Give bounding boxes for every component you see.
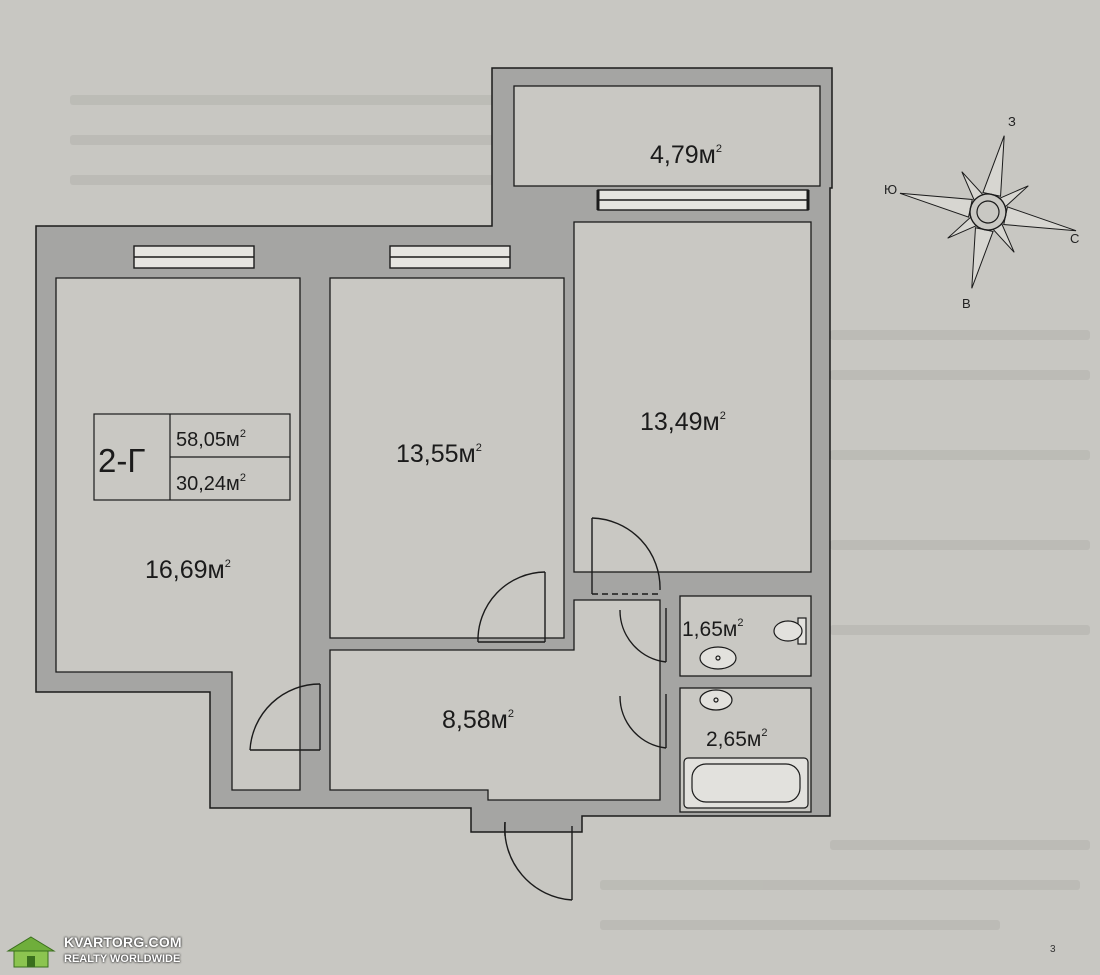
area-room-left: 16,69м2 xyxy=(145,556,231,584)
toilet-bowl-icon xyxy=(773,617,807,645)
hallway-floor xyxy=(329,599,661,801)
bathtub-icon xyxy=(683,757,809,809)
windows xyxy=(133,189,810,269)
watermark-brand: KVARTORG.COM xyxy=(64,934,182,950)
compass-label-top: З xyxy=(1008,114,1016,129)
compass-label-right: С xyxy=(1070,231,1079,246)
room-right-floor xyxy=(573,221,812,573)
total-area: 58,05м2 xyxy=(176,428,246,451)
room-area-labels: 4,79м2 16,69м2 13,55м2 13,49м2 8,58м2 1,… xyxy=(145,141,767,751)
door-left-room xyxy=(249,683,321,751)
door-middle-room xyxy=(477,571,546,643)
apartment-code: 2-Г xyxy=(98,442,145,479)
compass-rose xyxy=(899,135,1077,289)
house-logo-icon xyxy=(6,936,56,968)
compass-label-left: Ю xyxy=(884,182,897,197)
door-entrance xyxy=(504,821,573,901)
door-right-room xyxy=(591,517,661,595)
area-bathroom: 2,65м2 xyxy=(706,727,767,751)
area-hallway: 8,58м2 xyxy=(442,706,514,734)
watermark-tagline: REALTY WORLDWIDE xyxy=(64,953,181,965)
background-print-lines xyxy=(70,95,1090,930)
doors xyxy=(249,517,667,901)
area-room-right: 13,49м2 xyxy=(640,408,726,436)
room-middle-floor xyxy=(329,277,565,639)
fixtures xyxy=(683,617,809,809)
door-toilet xyxy=(619,608,667,663)
sink-icon xyxy=(699,646,737,670)
site-watermark: KVARTORG.COM REALTY WORLDWIDE xyxy=(6,933,206,971)
apartment-summary: 2-Г 58,05м2 30,24м2 xyxy=(93,413,291,501)
area-toilet: 1,65м2 xyxy=(682,617,743,641)
balcony-floor xyxy=(513,85,821,187)
washbasin-icon xyxy=(699,689,733,711)
door-bathroom xyxy=(619,694,667,749)
living-area: 30,24м2 xyxy=(176,472,246,495)
area-balcony: 4,79м2 xyxy=(650,141,722,169)
corner-mark: 3 xyxy=(1050,944,1056,955)
area-room-middle: 13,55м2 xyxy=(396,440,482,468)
room-left-floor xyxy=(55,277,301,791)
rooms xyxy=(55,85,821,813)
compass-label-bottom: В xyxy=(962,296,971,311)
